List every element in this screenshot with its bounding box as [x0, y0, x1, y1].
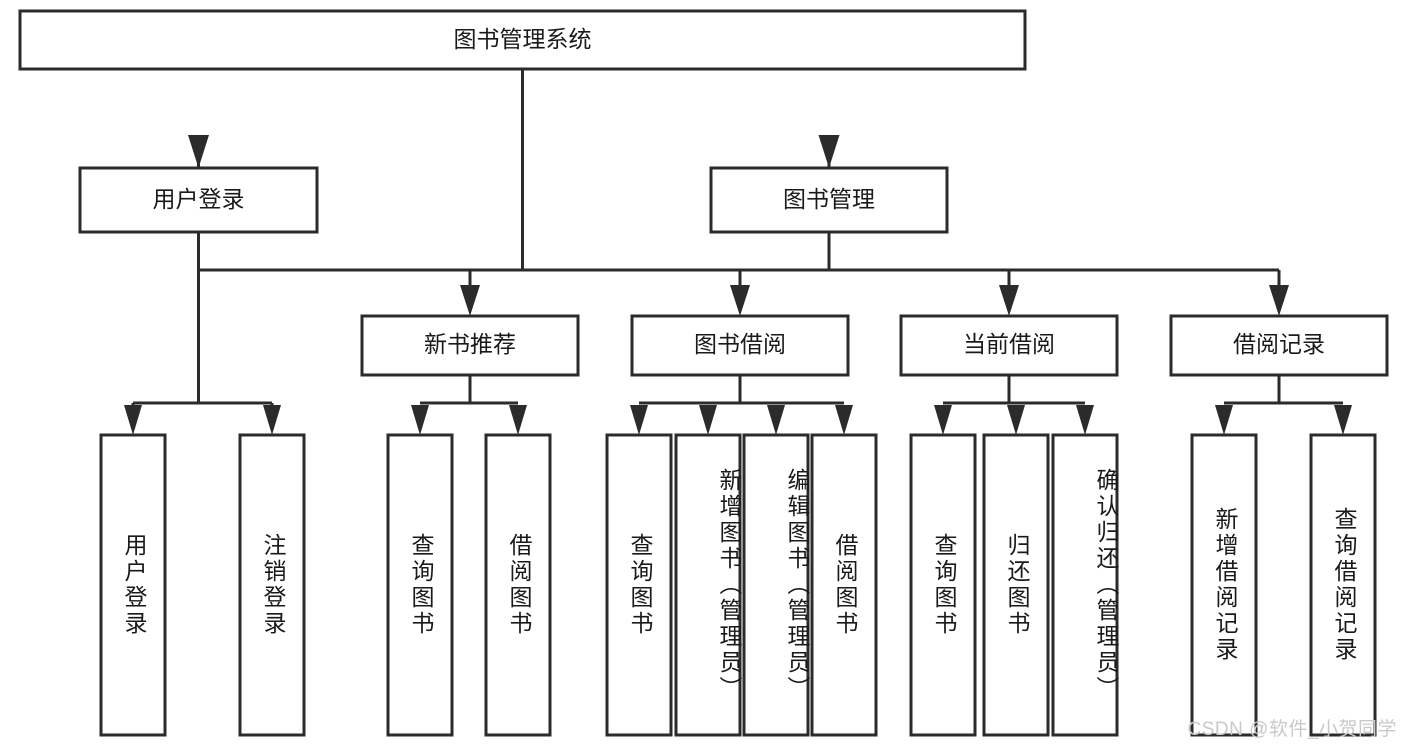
node-leaf-query-record-rect[interactable] [1309, 433, 1377, 737]
node-leaf-query-book-3-rect[interactable] [909, 433, 977, 737]
node-leaf-add-record-rect[interactable] [1190, 433, 1258, 737]
connector-book-borrow-to-leaves [630, 375, 853, 435]
node-book-manage[interactable]: 图书管理 [709, 166, 949, 234]
node-new-book-recommend[interactable]: 新书推荐 [360, 314, 580, 377]
leaf-boxes [99, 433, 1377, 737]
arrowhead-borrow-record [1269, 285, 1289, 316]
arrowhead-leaf-query-record [1334, 405, 1352, 435]
arrowhead-leaf-borrow-book-2 [835, 405, 853, 435]
arrowhead-book-borrow [730, 285, 750, 316]
node-leaf-confirm-return-rect[interactable] [1051, 433, 1119, 737]
node-leaf-user-login-rect[interactable] [99, 433, 167, 737]
node-book-manage-rect [709, 166, 949, 234]
arrowhead-leaf-user-login [124, 405, 142, 435]
node-book-manage-label: 图书管理 [783, 186, 875, 212]
arrowhead-user-login [188, 135, 209, 168]
node-borrow-record-rect [1169, 314, 1389, 377]
connector-current-borrow-to-leaves [934, 375, 1094, 435]
node-new-book-recommend-rect [360, 314, 580, 377]
arrowhead-leaf-borrow-book-1 [509, 405, 527, 435]
node-leaf-return-book-rect[interactable] [982, 433, 1050, 737]
arrowhead-leaf-confirm-return [1076, 405, 1094, 435]
node-user-login-rect [78, 166, 319, 234]
node-leaf-edit-book-rect[interactable] [742, 433, 810, 737]
node-leaf-borrow-book-1-rect[interactable] [484, 433, 552, 737]
arrowhead-book-manage [818, 135, 840, 168]
arrowhead-current-borrow [999, 285, 1019, 316]
node-leaf-borrow-book-2-rect[interactable] [810, 433, 878, 737]
csdn-watermark: CSDN @软件_小贺同学 [1187, 719, 1397, 740]
node-current-borrow-label: 当前借阅 [963, 331, 1055, 357]
node-user-login-label: 用户登录 [153, 186, 245, 212]
node-book-borrow[interactable]: 图书借阅 [630, 314, 850, 377]
connector-book-manage-to-level3 [460, 232, 1289, 316]
node-new-book-recommend-label: 新书推荐 [424, 331, 516, 357]
node-current-borrow[interactable]: 当前借阅 [899, 314, 1119, 377]
arrowhead-leaf-add-book [699, 405, 717, 435]
node-root-label: 图书管理系统 [454, 26, 592, 52]
arrowhead-leaf-add-record [1215, 405, 1233, 435]
node-book-borrow-rect [630, 314, 850, 377]
node-borrow-record-label: 借阅记录 [1233, 331, 1325, 357]
connector-new-book-recommend-to-leaves [411, 375, 527, 435]
node-root[interactable]: 图书管理系统 [18, 9, 1027, 71]
arrowhead-leaf-logout [263, 405, 281, 435]
node-leaf-query-book-1-rect[interactable] [386, 433, 454, 737]
arrowhead-leaf-query-book-3 [934, 405, 952, 435]
connector-borrow-record-to-leaves [1215, 375, 1352, 435]
arrowhead-leaf-edit-book [767, 405, 785, 435]
node-leaf-query-book-2-rect[interactable] [605, 433, 673, 737]
node-user-login[interactable]: 用户登录 [78, 166, 319, 234]
arrowhead-new-book-recommend [460, 285, 480, 316]
node-current-borrow-rect [899, 314, 1119, 377]
node-root-rect [18, 9, 1027, 71]
node-leaf-add-book-rect[interactable] [674, 433, 742, 737]
arrowhead-leaf-return-book [1007, 405, 1025, 435]
connector-user-login-to-leaves [124, 232, 281, 435]
arrowhead-leaf-query-book-1 [411, 405, 429, 435]
node-leaf-logout-rect[interactable] [238, 433, 306, 737]
node-book-borrow-label: 图书借阅 [694, 331, 786, 357]
arrowhead-leaf-query-book-2 [630, 405, 648, 435]
node-borrow-record[interactable]: 借阅记录 [1169, 314, 1389, 377]
